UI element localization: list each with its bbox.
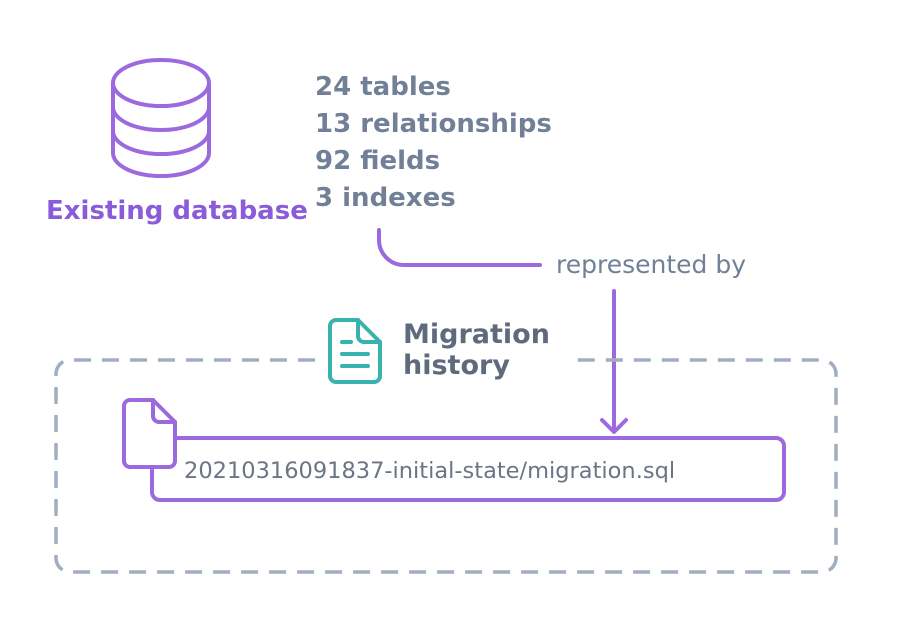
migration-history-title-2: history <box>403 350 510 381</box>
database-stats: 24 tables 13 relationships 92 fields 3 i… <box>315 72 552 213</box>
migration-history-container <box>54 358 838 574</box>
database-label: Existing database <box>46 196 308 226</box>
stat-relationships: 13 relationships <box>315 109 552 139</box>
connector-label: represented by <box>556 250 746 279</box>
stat-fields: 92 fields <box>315 146 440 176</box>
migration-history-title-1: Migration <box>403 319 550 350</box>
migration-file-path: 20210316091837-initial-state/migration.s… <box>184 458 675 484</box>
migration-file-item[interactable]: 20210316091837-initial-state/migration.s… <box>122 398 786 502</box>
stat-tables: 24 tables <box>315 72 451 102</box>
file-icon <box>122 398 177 469</box>
document-icon <box>328 318 382 384</box>
connector-line <box>377 228 542 267</box>
database-icon <box>111 58 211 178</box>
stat-indexes: 3 indexes <box>315 183 456 213</box>
